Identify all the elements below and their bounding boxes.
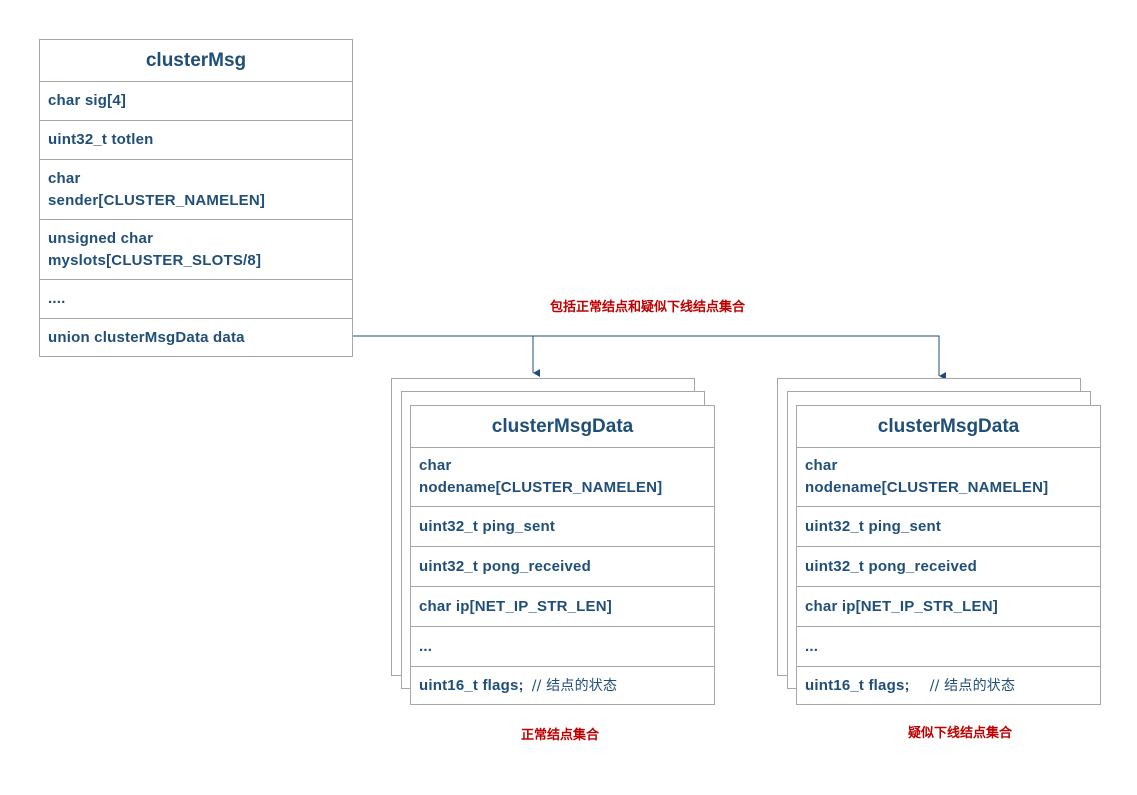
field-sig: char sig[4] <box>40 81 352 120</box>
flags-comment: // 结点的状态 <box>531 678 618 694</box>
field-nodename: char nodename[CLUSTER_NAMELEN] <box>411 447 714 506</box>
field-pong-received: uint32_t pong_received <box>411 546 714 586</box>
cluster-msg-data-right: clusterMsgData char nodename[CLUSTER_NAM… <box>796 405 1101 705</box>
field-myslots: unsigned char myslots[CLUSTER_SLOTS/8] <box>40 219 352 279</box>
cluster-msg-data-title: clusterMsgData <box>877 415 1020 437</box>
field-ip: char ip[NET_IP_STR_LEN] <box>797 586 1100 626</box>
field-data-union: union clusterMsgData data <box>40 318 352 357</box>
field-ellipsis: .... <box>40 279 352 318</box>
field-sender: char sender[CLUSTER_NAMELEN] <box>40 159 352 219</box>
field-pong-received: uint32_t pong_received <box>797 546 1100 586</box>
field-nodename: char nodename[CLUSTER_NAMELEN] <box>797 447 1100 506</box>
field-ping-sent: uint32_t ping_sent <box>411 506 714 546</box>
field-totlen: uint32_t totlen <box>40 120 352 159</box>
field-ip: char ip[NET_IP_STR_LEN] <box>411 586 714 626</box>
cluster-msg-data-title: clusterMsgData <box>491 415 634 437</box>
connector-line <box>353 335 946 380</box>
cluster-msg-title: clusterMsg <box>145 49 247 71</box>
cluster-msg-struct: clusterMsg char sig[4] uint32_t totlen c… <box>39 39 353 357</box>
caption-normal-nodes: 正常结点集合 <box>521 728 600 743</box>
flags-comment: // 结点的状态 <box>929 678 1016 694</box>
field-ellipsis: ... <box>411 626 714 666</box>
cluster-msg-data-left: clusterMsgData char nodename[CLUSTER_NAM… <box>410 405 715 705</box>
caption-suspected-offline-nodes: 疑似下线结点集合 <box>908 726 1013 741</box>
field-ping-sent: uint32_t ping_sent <box>797 506 1100 546</box>
field-flags: uint16_t flags;// 结点的状态 <box>797 666 1100 705</box>
connector-label: 包括正常结点和疑似下线结点集合 <box>550 300 746 315</box>
field-ellipsis: ... <box>797 626 1100 666</box>
field-flags: uint16_t flags;// 结点的状态 <box>411 666 714 705</box>
